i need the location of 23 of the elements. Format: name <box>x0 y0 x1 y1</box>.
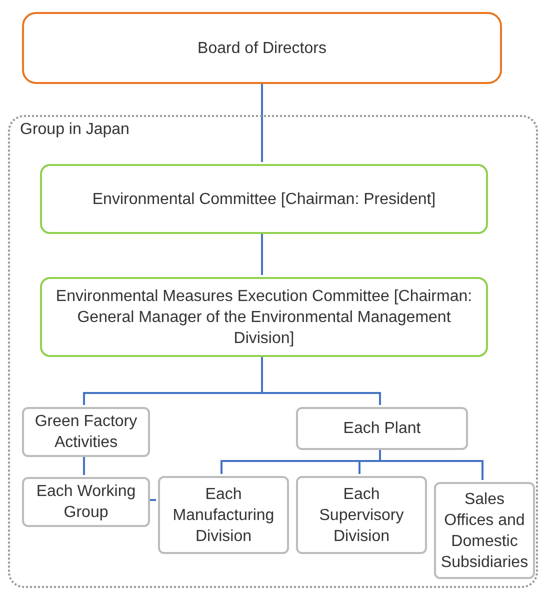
box-label: Sales Offices and Domestic Subsidiaries <box>440 490 530 572</box>
unit-box <box>158 476 289 554</box>
box-label: Environmental Committee [Chairman: President] <box>91 190 437 210</box>
unit-box <box>434 482 535 579</box>
committee-box <box>40 164 488 234</box>
connector-line <box>83 455 85 475</box>
box-label: Each Manufacturing Division <box>172 484 276 546</box>
unit-box <box>22 407 150 457</box>
connector-line <box>261 232 263 275</box>
unit-box <box>22 477 150 527</box>
box-label: Each Working Group <box>35 482 137 523</box>
connector-line <box>261 84 263 162</box>
box-label: Board of Directors <box>196 38 328 58</box>
unit-box <box>296 407 468 450</box>
committee-box <box>40 277 488 357</box>
box-label: Each Plant <box>342 419 422 439</box>
box-label: Green Factory Activities <box>34 412 138 453</box>
unit-box <box>296 476 427 554</box>
board-box <box>22 12 502 84</box>
group-boundary <box>8 115 538 588</box>
box-label: Each Supervisory Division <box>318 484 405 546</box>
box-label: Environmental Measures Execution Committee [Chairman: General Manager of the Environmental Management Division] <box>54 286 474 348</box>
group-label: Group in Japan <box>20 120 130 140</box>
